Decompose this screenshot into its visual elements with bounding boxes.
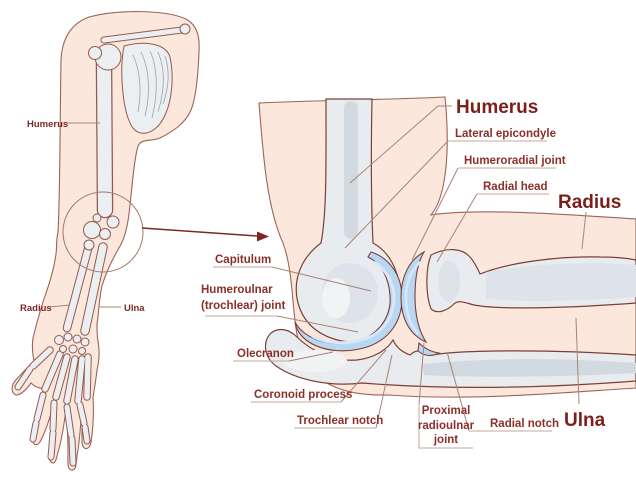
detail-elbow-figure: Humerus Lateral epicondyle Humeroradial … bbox=[201, 96, 636, 449]
zoom-arrow-icon bbox=[141, 227, 269, 242]
greater-tubercle bbox=[88, 46, 102, 60]
humeroradial-joint-label: Humeroradial joint bbox=[464, 155, 566, 167]
arm-bones-fill bbox=[15, 27, 185, 466]
scapula-ridges bbox=[132, 50, 169, 119]
overview-arm-figure: Humerus Radius Ulna bbox=[11, 11, 269, 471]
shoulder-bones bbox=[88, 23, 191, 134]
trochlear-notch-label: Trochlear notch bbox=[297, 415, 383, 427]
overview-labels: Humerus Radius Ulna bbox=[20, 119, 145, 314]
detail-labels: Humerus Lateral epicondyle Humeroradial … bbox=[201, 97, 621, 446]
detail-humerus-bone bbox=[295, 98, 401, 343]
proximal-radioulnar-label-line2: radioulnar bbox=[418, 420, 475, 432]
overview-ulna-label: Ulna bbox=[124, 303, 145, 314]
humeroulnar-cartilage bbox=[294, 251, 403, 352]
proximal-radioulnar-label-line1: Proximal bbox=[422, 405, 471, 417]
overview-radius-label: Radius bbox=[20, 303, 52, 314]
radial-notch-label: Radial notch bbox=[490, 418, 559, 430]
detail-radius-label: Radius bbox=[558, 192, 621, 213]
detail-leader-lines bbox=[271, 105, 587, 432]
capitulum-label: Capitulum bbox=[215, 254, 271, 266]
lateral-epicondyle-label: Lateral epicondyle bbox=[455, 128, 556, 140]
scapula-bone bbox=[121, 42, 173, 134]
coronoid-process-label: Coronoid process bbox=[254, 389, 352, 401]
proximal-radioulnar-label-line3: joint bbox=[433, 434, 458, 446]
carpal-bones bbox=[54, 332, 90, 355]
clavicle-end bbox=[179, 23, 191, 35]
detail-humerus-label: Humerus bbox=[456, 97, 538, 118]
detail-ulna-bone bbox=[265, 328, 636, 388]
radial-head-label: Radial head bbox=[483, 181, 548, 193]
detail-radius-bone bbox=[426, 249, 636, 313]
humeroulnar-joint-label-line1: Humeroulnar bbox=[201, 284, 273, 296]
detail-ulna-label: Ulna bbox=[564, 410, 606, 431]
humeroradial-cartilage bbox=[400, 250, 428, 344]
humeroulnar-joint-label-line2: (trochlear) joint bbox=[201, 300, 286, 312]
overview-humerus-label: Humerus bbox=[27, 119, 68, 130]
elbow-small-bones bbox=[83, 213, 120, 251]
detail-label-underlines bbox=[205, 140, 556, 449]
olecranon-label: Olecranon bbox=[237, 348, 294, 360]
elbow-highlight-circle bbox=[62, 191, 144, 273]
